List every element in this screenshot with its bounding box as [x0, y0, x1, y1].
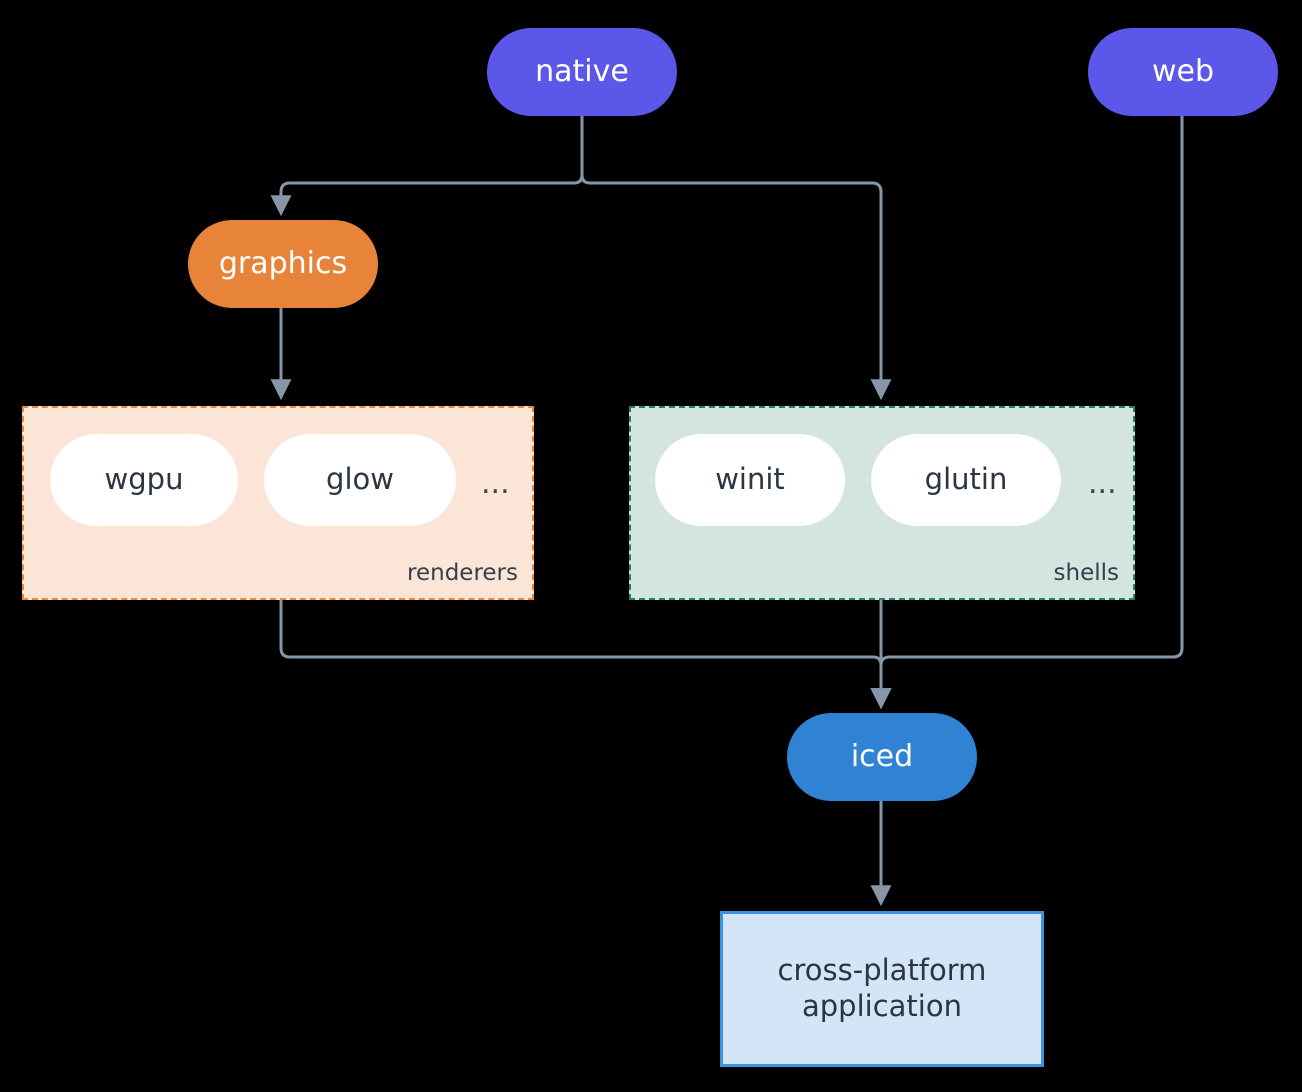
- node-graphics[interactable]: graphics: [188, 220, 378, 308]
- node-wgpu-label: wgpu: [104, 462, 184, 497]
- node-glow[interactable]: glow: [264, 434, 456, 526]
- node-application-label: cross-platform application: [777, 953, 987, 1023]
- cluster-shells-title: shells: [1053, 560, 1119, 586]
- node-cross-platform-application[interactable]: cross-platform application: [720, 911, 1044, 1067]
- cluster-renderers-title: renderers: [407, 560, 518, 586]
- edge-web-iced: [870, 116, 1184, 710]
- node-winit[interactable]: winit: [655, 434, 845, 526]
- node-glutin[interactable]: glutin: [871, 434, 1061, 526]
- node-glow-label: glow: [326, 462, 394, 497]
- node-graphics-label: graphics: [218, 246, 348, 282]
- node-native-label: native: [535, 54, 629, 90]
- edge-renderers-iced: [279, 600, 892, 710]
- node-winit-label: winit: [715, 462, 785, 497]
- node-native[interactable]: native: [487, 28, 677, 116]
- edge-native-bus: [270, 116, 584, 217]
- edge-native-shells: [580, 116, 892, 401]
- node-web[interactable]: web: [1088, 28, 1278, 116]
- node-iced[interactable]: iced: [787, 713, 977, 801]
- shells-overflow-ellipsis: ...: [1088, 466, 1117, 501]
- node-iced-label: iced: [850, 739, 914, 775]
- node-web-label: web: [1151, 54, 1215, 90]
- node-glutin-label: glutin: [924, 462, 1008, 497]
- node-wgpu[interactable]: wgpu: [50, 434, 238, 526]
- renderers-overflow-ellipsis: ...: [481, 466, 510, 501]
